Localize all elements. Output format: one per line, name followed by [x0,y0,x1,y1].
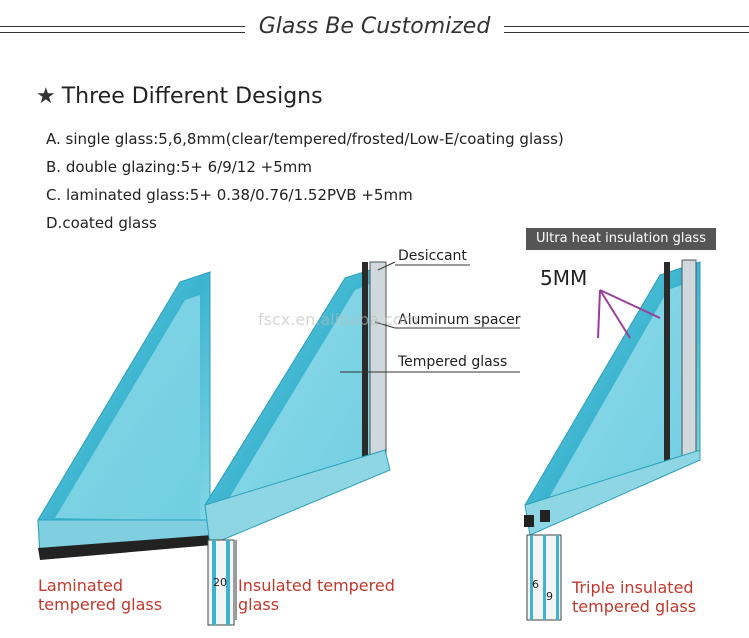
spec-line-a: A. single glass:5,6,8mm(clear/tempered/f… [46,130,564,148]
header-rule-left-2 [0,32,245,33]
caption-insulated: Insulated tempered glass [238,576,395,614]
callout-lines [340,261,520,373]
caption-insulated-line1: Insulated tempered [238,576,395,595]
section-heading: ★ Three Different Designs [36,84,323,109]
page-title: Glass Be Customized [258,14,491,39]
caption-laminated: Laminated tempered glass [38,576,162,614]
dimension-double: 20 [213,576,227,589]
dimension-triple-b: 9 [546,590,553,603]
header-rule-left-1 [0,26,245,27]
insulated-glass-unit [204,261,391,626]
spec-line-d: D.coated glass [46,214,157,232]
header-rule-right-1 [504,26,749,27]
tempered-label: Tempered glass [398,354,508,370]
spec-line-b: B. double glazing:5+ 6/9/12 +5mm [46,158,312,176]
header-rule-right-2 [504,32,749,33]
thickness-label: 5MM [540,266,588,290]
star-icon: ★ [36,84,56,109]
caption-laminated-line1: Laminated [38,576,123,595]
laminated-glass-pane [37,271,212,560]
caption-triple: Triple insulated tempered glass [572,578,696,616]
caption-triple-line1: Triple insulated [572,578,694,597]
caption-laminated-line2: tempered glass [38,595,163,614]
caption-triple-line2: tempered glass [572,597,697,616]
section-title: Three Different Designs [61,84,323,109]
triple-glass-unit [524,259,701,621]
caption-insulated-line2: glass [238,595,280,614]
spec-line-c: C. laminated glass:5+ 0.38/0.76/1.52PVB … [46,186,413,204]
watermark: fscx.en.alibaba.com [258,310,419,329]
desiccant-label: Desiccant [398,248,467,264]
dimension-triple-a: 6 [532,578,539,591]
thickness-arrows [597,289,661,339]
spacer-label: Aluminum spacer [398,312,521,328]
ultra-heat-badge: Ultra heat insulation glass [526,228,716,250]
